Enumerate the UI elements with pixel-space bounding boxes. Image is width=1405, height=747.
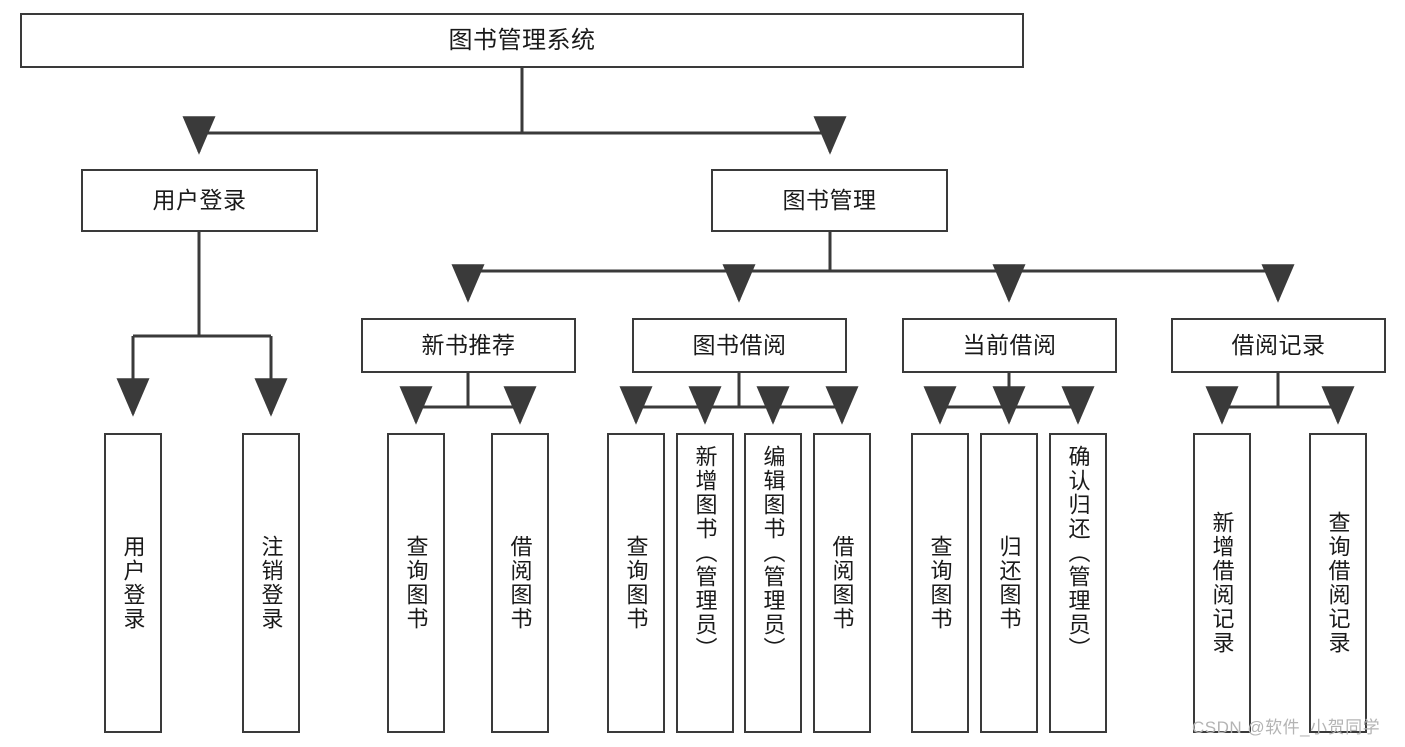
leaf-user-login-logout[interactable]: 注销登录 <box>242 433 300 733</box>
leaf-current-borrow-query-book[interactable]: 查询图书 <box>911 433 969 733</box>
node-current-borrow[interactable]: 当前借阅 <box>902 318 1117 373</box>
node-label: 新增图书（管理员） <box>692 445 718 661</box>
node-label: 图书管理 <box>782 187 877 214</box>
node-new-book-recommend[interactable]: 新书推荐 <box>361 318 576 373</box>
leaf-book-borrow-borrow-book[interactable]: 借阅图书 <box>813 433 871 733</box>
leaf-current-borrow-return-book[interactable]: 归还图书 <box>980 433 1038 733</box>
leaf-user-login-login[interactable]: 用户登录 <box>104 433 162 733</box>
leaf-book-borrow-edit-book-admin[interactable]: 编辑图书（管理员） <box>744 433 802 733</box>
leaf-new-book-query-book[interactable]: 查询图书 <box>387 433 445 733</box>
node-label: 借阅图书 <box>829 535 855 631</box>
leaf-borrow-record-add-record[interactable]: 新增借阅记录 <box>1193 433 1251 733</box>
leaf-current-borrow-confirm-return-admin[interactable]: 确认归还（管理员） <box>1049 433 1107 733</box>
node-label: 编辑图书（管理员） <box>760 445 786 661</box>
node-label: 查询图书 <box>403 535 429 631</box>
node-label: 用户登录 <box>152 187 247 214</box>
leaf-book-borrow-query-book[interactable]: 查询图书 <box>607 433 665 733</box>
node-label: 查询图书 <box>623 535 649 631</box>
node-label: 图书借阅 <box>692 332 787 359</box>
node-label: 归还图书 <box>996 535 1022 631</box>
leaf-book-borrow-add-book-admin[interactable]: 新增图书（管理员） <box>676 433 734 733</box>
node-label: 新增借阅记录 <box>1209 511 1235 655</box>
node-label: 用户登录 <box>120 535 146 631</box>
leaf-new-book-borrow-book[interactable]: 借阅图书 <box>491 433 549 733</box>
node-label: 注销登录 <box>258 535 284 631</box>
node-label: 确认归还（管理员） <box>1065 445 1091 661</box>
node-label: 新书推荐 <box>421 332 516 359</box>
node-label: 图书管理系统 <box>448 26 596 54</box>
node-label: 借阅记录 <box>1231 332 1326 359</box>
node-book-management[interactable]: 图书管理 <box>711 169 948 232</box>
node-label: 当前借阅 <box>962 332 1057 359</box>
watermark-text: CSDN @软件_小贺同学 <box>1192 718 1381 737</box>
node-label: 查询借阅记录 <box>1325 511 1351 655</box>
node-root-book-management-system[interactable]: 图书管理系统 <box>20 13 1024 68</box>
node-label: 借阅图书 <box>507 535 533 631</box>
node-book-borrow[interactable]: 图书借阅 <box>632 318 847 373</box>
node-label: 查询图书 <box>927 535 953 631</box>
leaf-borrow-record-query-record[interactable]: 查询借阅记录 <box>1309 433 1367 733</box>
node-user-login[interactable]: 用户登录 <box>81 169 318 232</box>
node-borrow-record[interactable]: 借阅记录 <box>1171 318 1386 373</box>
